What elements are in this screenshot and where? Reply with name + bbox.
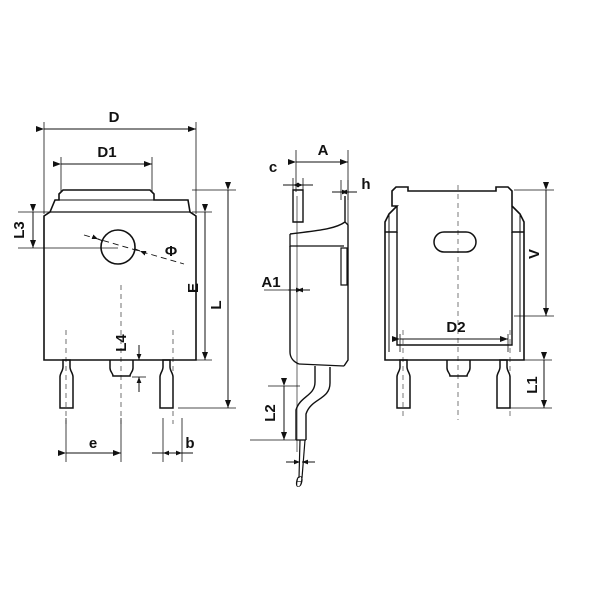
rear-view: V D2 L1	[384, 182, 554, 420]
mounting-hole	[100, 229, 136, 265]
dimension-E: E	[185, 204, 212, 361]
rear-lead-2-stub	[446, 360, 471, 377]
dimension-label-e: e	[89, 435, 97, 452]
dimension-label-L4: L4	[113, 334, 130, 352]
dimension-label-L3: L3	[11, 221, 28, 239]
dimension-D: D	[36, 109, 197, 214]
dimension-D1: D1	[53, 144, 153, 192]
dimension-L2: L2	[250, 378, 300, 441]
dimension-L3: L3	[11, 204, 118, 249]
front-body-outline	[43, 189, 197, 361]
dimension-THETA: θ	[286, 459, 315, 491]
rear-leads	[396, 359, 511, 409]
front-centerlines	[65, 285, 174, 424]
front-view: D D1 L3 Φ E	[11, 109, 236, 462]
dimension-e: e	[58, 418, 122, 462]
dimension-label-h: h	[361, 176, 370, 193]
rear-centerlines	[402, 185, 511, 420]
dimension-label-L2: L2	[262, 404, 279, 422]
dimension-c: c	[269, 159, 313, 196]
lead-2-stub	[109, 360, 134, 377]
dimension-L1: L1	[508, 352, 552, 409]
dimension-label-b: b	[185, 435, 194, 452]
dimension-A1: A1	[261, 274, 310, 293]
dimension-D2: D2	[392, 319, 509, 352]
side-view: A c h A1 L2	[250, 142, 371, 491]
dimension-PHI: Φ	[83, 234, 185, 265]
rear-body-outline	[384, 186, 525, 361]
dimension-label-D: D	[109, 109, 120, 126]
dimension-label-A1: A1	[261, 274, 280, 291]
dimension-h: h	[332, 176, 371, 200]
rear-slot	[433, 231, 477, 253]
dimension-label-L: L	[208, 300, 225, 309]
dimension-V: V	[514, 182, 554, 317]
dimension-label-THETA: θ	[295, 474, 303, 491]
dimension-L: L	[178, 182, 236, 409]
dimension-L4: L4	[113, 334, 146, 392]
dimension-label-E: E	[185, 283, 202, 293]
dimension-label-c: c	[269, 159, 277, 176]
dimension-label-D2: D2	[446, 319, 465, 336]
dimension-label-L1: L1	[524, 376, 541, 394]
dimension-label-PHI: Φ	[165, 243, 177, 260]
dimension-label-D1: D1	[97, 144, 116, 161]
front-leads	[59, 359, 174, 409]
dimension-label-A: A	[318, 142, 329, 159]
dimension-label-V: V	[526, 249, 543, 259]
dimension-b: b	[152, 418, 195, 462]
